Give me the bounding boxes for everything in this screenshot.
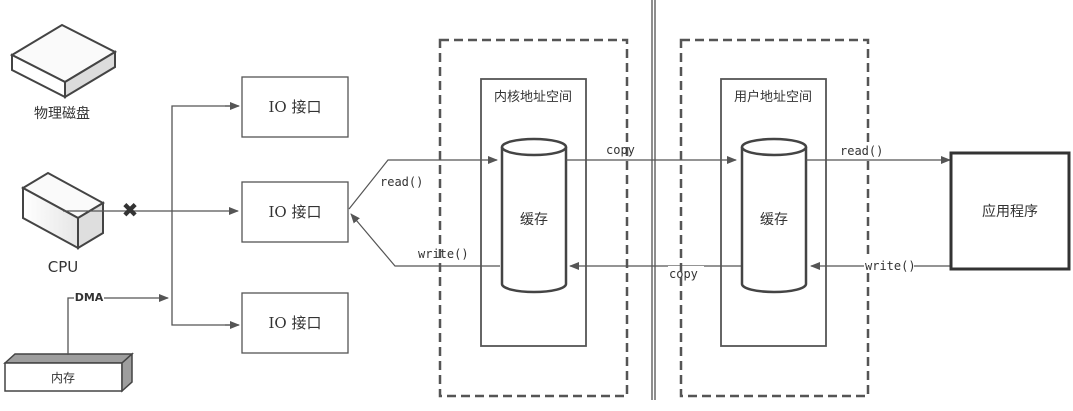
bus-line	[171, 105, 238, 326]
io-read-label: read()	[380, 175, 423, 189]
io-interface-label: IO 接口	[269, 314, 322, 332]
copy-to-kernel-label: copy	[669, 267, 698, 281]
io-read-line	[348, 156, 498, 210]
user-space-title: 用户地址空间	[734, 89, 812, 105]
io-interface-label: IO 接口	[269, 203, 322, 221]
io-interface-2: IO 接口	[241, 181, 349, 243]
io-interface-label: IO 接口	[269, 98, 322, 116]
dma-label: DMA	[75, 291, 104, 304]
io-interface-3: IO 接口	[241, 292, 349, 354]
io-interface-1: IO 接口	[241, 76, 349, 138]
kernel-space-dashed-boundary	[438, 38, 629, 398]
cpu-icon	[20, 171, 106, 250]
user-space-dashed-boundary	[679, 38, 870, 398]
disk-icon	[9, 23, 118, 99]
kernel-space-box	[480, 78, 587, 347]
application-label: 应用程序	[982, 203, 1038, 220]
io-write-line	[350, 213, 500, 267]
dma-line	[67, 294, 169, 355]
kernel-space-title: 内核地址空间	[494, 89, 572, 105]
blocked-x-icon: ✖	[122, 198, 139, 222]
memory-icon	[3, 352, 134, 393]
app-write-label: write()	[865, 259, 916, 273]
application-box	[949, 151, 1071, 271]
user-buffer-cylinder	[740, 137, 808, 294]
kernel-buffer-label: 缓存	[520, 212, 548, 228]
kernel-buffer-cylinder	[500, 137, 568, 294]
disk-label: 物理磁盘	[34, 105, 90, 122]
io-write-label: write()	[418, 247, 469, 261]
copy-to-user-label: copy	[606, 143, 635, 157]
user-space-box	[720, 78, 827, 347]
cpu-label: CPU	[48, 258, 79, 276]
app-read-label: read()	[840, 144, 883, 158]
user-buffer-label: 缓存	[760, 212, 788, 228]
memory-label: 内存	[51, 371, 75, 385]
